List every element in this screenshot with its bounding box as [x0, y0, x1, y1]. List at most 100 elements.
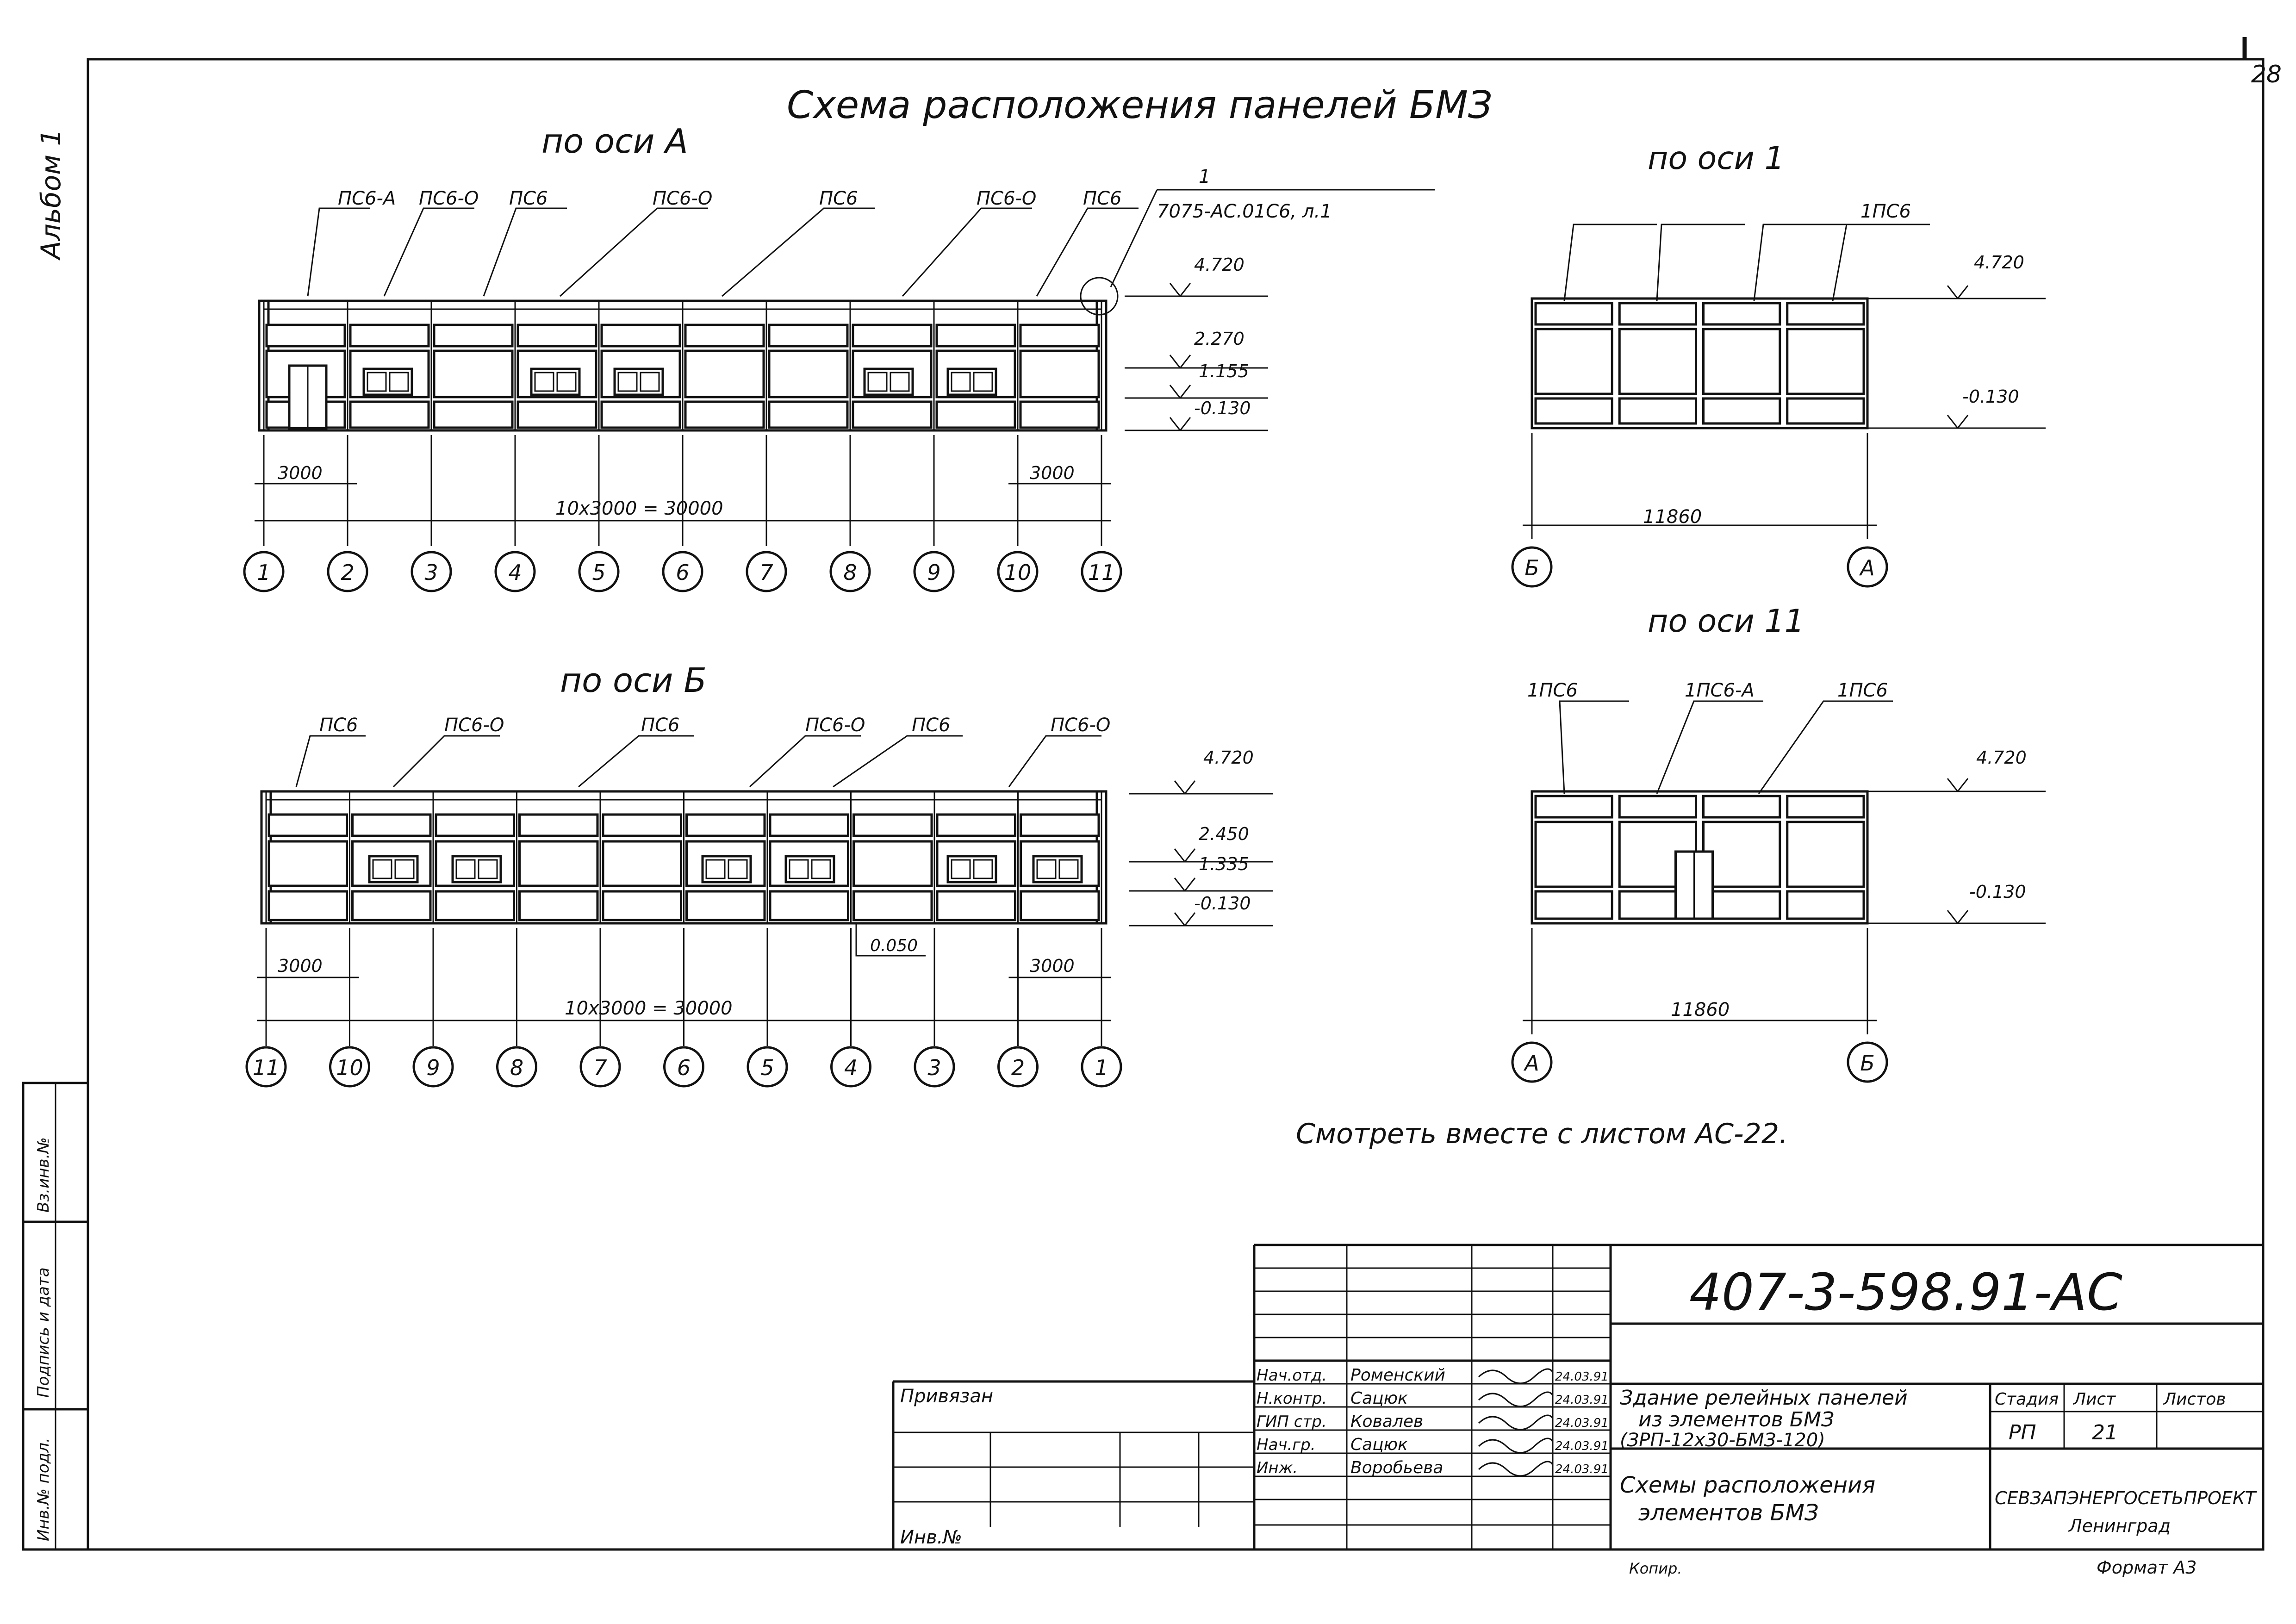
axis-label: А: [1523, 1051, 1539, 1076]
leader-line: [483, 207, 567, 297]
axis-bubble: [830, 1046, 871, 1088]
leader-line: [295, 735, 366, 787]
leader-line: [383, 207, 474, 297]
elevation-1-panel-label: 1ПС6: [1860, 201, 1911, 222]
axis-bubble: [997, 551, 1039, 592]
wall-panel: [602, 890, 682, 921]
axis-label: 10: [336, 1055, 363, 1080]
level-mark: 4.720: [1203, 747, 1254, 768]
dim-bay-left: 3000: [278, 463, 323, 483]
level-mark: 1.155: [1199, 361, 1249, 381]
window-pane: [890, 372, 910, 392]
axis-label: 8: [843, 560, 857, 585]
col-stage: Стадия: [1995, 1390, 2059, 1409]
window-pane: [389, 372, 409, 392]
wall-panel: [768, 400, 849, 429]
staff-role: Инж.: [1257, 1459, 1298, 1477]
elevation-axis-11: по оси 11 1ПС6 1ПС6-А 1ПС6 4.720 -0.130 …: [1511, 603, 2046, 1083]
elevation-b-title: по оси Б: [560, 661, 707, 700]
wall-panel: [684, 349, 765, 398]
window-pane: [789, 859, 809, 879]
staff-date: 24.03.91: [1555, 1393, 1609, 1407]
axis-label: 2: [1011, 1055, 1025, 1080]
object-name-line: из элементов БМЗ: [1638, 1408, 1834, 1431]
wall-panel: [518, 840, 599, 887]
axis-bubble: [496, 1046, 537, 1088]
level-arrow: [1174, 912, 1196, 926]
elevation-axis-b: по оси Б ПС6 ПС6-О ПС6 ПС6-О ПС6 ПС6-О 4…: [245, 661, 1273, 1088]
axis-bubble: [997, 1046, 1039, 1088]
level-mark: -0.130: [1194, 893, 1251, 914]
dim-total: 10х3000 = 30000: [555, 498, 723, 519]
axis-label: 7: [759, 560, 773, 585]
axis-bubble: [913, 551, 955, 592]
axis-label: 8: [510, 1055, 523, 1080]
wall-panel: [516, 400, 597, 429]
wall-panel: [685, 890, 766, 921]
wall-panel: [516, 324, 597, 348]
axis-label: 3: [927, 1055, 941, 1080]
wall-panel: [769, 890, 849, 921]
elevation-11-panel-label: 1ПС6-А: [1685, 680, 1755, 701]
wall-panel: [1786, 795, 1865, 819]
wall-panel: [1702, 890, 1781, 920]
sheet-frame: [87, 58, 2265, 1551]
staff-name: Роменский: [1350, 1366, 1445, 1385]
format-label: Формат А3: [2097, 1557, 2196, 1578]
copied-label: Копир.: [1629, 1560, 1682, 1577]
staff-signature: [1478, 1437, 1554, 1454]
wall-panel: [935, 400, 1016, 429]
level-arrow: [1169, 417, 1191, 431]
elevation-b-panel-label: ПС6: [641, 715, 679, 736]
axis-bubble: [1081, 551, 1122, 592]
wall-panel: [518, 813, 599, 837]
col-sheets: Листов: [2163, 1390, 2226, 1409]
elevation-axis-a: по оси А ПС6-А ПС6-О ПС6 ПС6-О ПС6 ПС6-О…: [243, 122, 1435, 592]
wall-panel: [1618, 328, 1697, 395]
elevation-a-panel-label: ПС6-О: [653, 188, 712, 209]
wall-panel: [1020, 890, 1100, 921]
axis-bubble: [578, 551, 620, 592]
wall-panel: [935, 324, 1016, 348]
wall-panel: [1702, 328, 1781, 395]
album-label: Альбом 1: [35, 129, 67, 261]
axis-bubble: [829, 551, 871, 592]
window-pane: [640, 372, 660, 392]
level-arrow: [1174, 848, 1196, 862]
wall-panel: [1702, 821, 1781, 888]
leader-line: [578, 735, 694, 788]
leader-line: [307, 207, 370, 297]
object-name-line: (ЗРП-12х30-БМЗ-120): [1620, 1430, 1825, 1451]
dim-bay-right: 3000: [1030, 956, 1075, 976]
wall-panel: [1786, 821, 1865, 888]
organization: СЕВЗАПЭНЕРГОСЕТЬПРОЕКТ: [1995, 1488, 2257, 1508]
doc-code: 407-3-598.91-АС: [1689, 1263, 2122, 1322]
window-pane: [705, 859, 726, 879]
col-sheet: Лист: [2072, 1390, 2116, 1409]
dim-total: 11860: [1671, 999, 1730, 1020]
elevation-b-panel-label: ПС6: [319, 715, 358, 736]
level-mark: 2.270: [1194, 329, 1244, 349]
axis-label: 4: [844, 1055, 858, 1080]
level-arrow: [1174, 877, 1196, 891]
wall-panel: [1786, 397, 1865, 425]
wall-panel: [684, 400, 765, 429]
elevation-b-panel-label: ПС6-О: [1051, 715, 1110, 736]
level-mark: 4.720: [1976, 747, 2027, 768]
leader-line: [902, 207, 1032, 297]
wall-panel: [351, 890, 432, 921]
axis-bubble: [914, 1046, 955, 1088]
elevation-a-panel-label: ПС6: [509, 188, 548, 209]
leader-line: [1758, 700, 1893, 794]
staff-signature: [1478, 1391, 1554, 1407]
leader-line: [392, 735, 500, 788]
privyazan-label: Привязан: [900, 1386, 993, 1407]
staff-role: ГИП стр.: [1257, 1412, 1327, 1431]
elevation-b-panel-label: ПС6-О: [805, 715, 865, 736]
level-arrow: [1947, 910, 1969, 924]
inv-no-label: Инв.№: [900, 1527, 962, 1548]
wall-panel: [936, 890, 1016, 921]
staff-name: Воробьева: [1350, 1458, 1443, 1477]
object-name-line: Здание релейных панелей: [1620, 1386, 1908, 1410]
